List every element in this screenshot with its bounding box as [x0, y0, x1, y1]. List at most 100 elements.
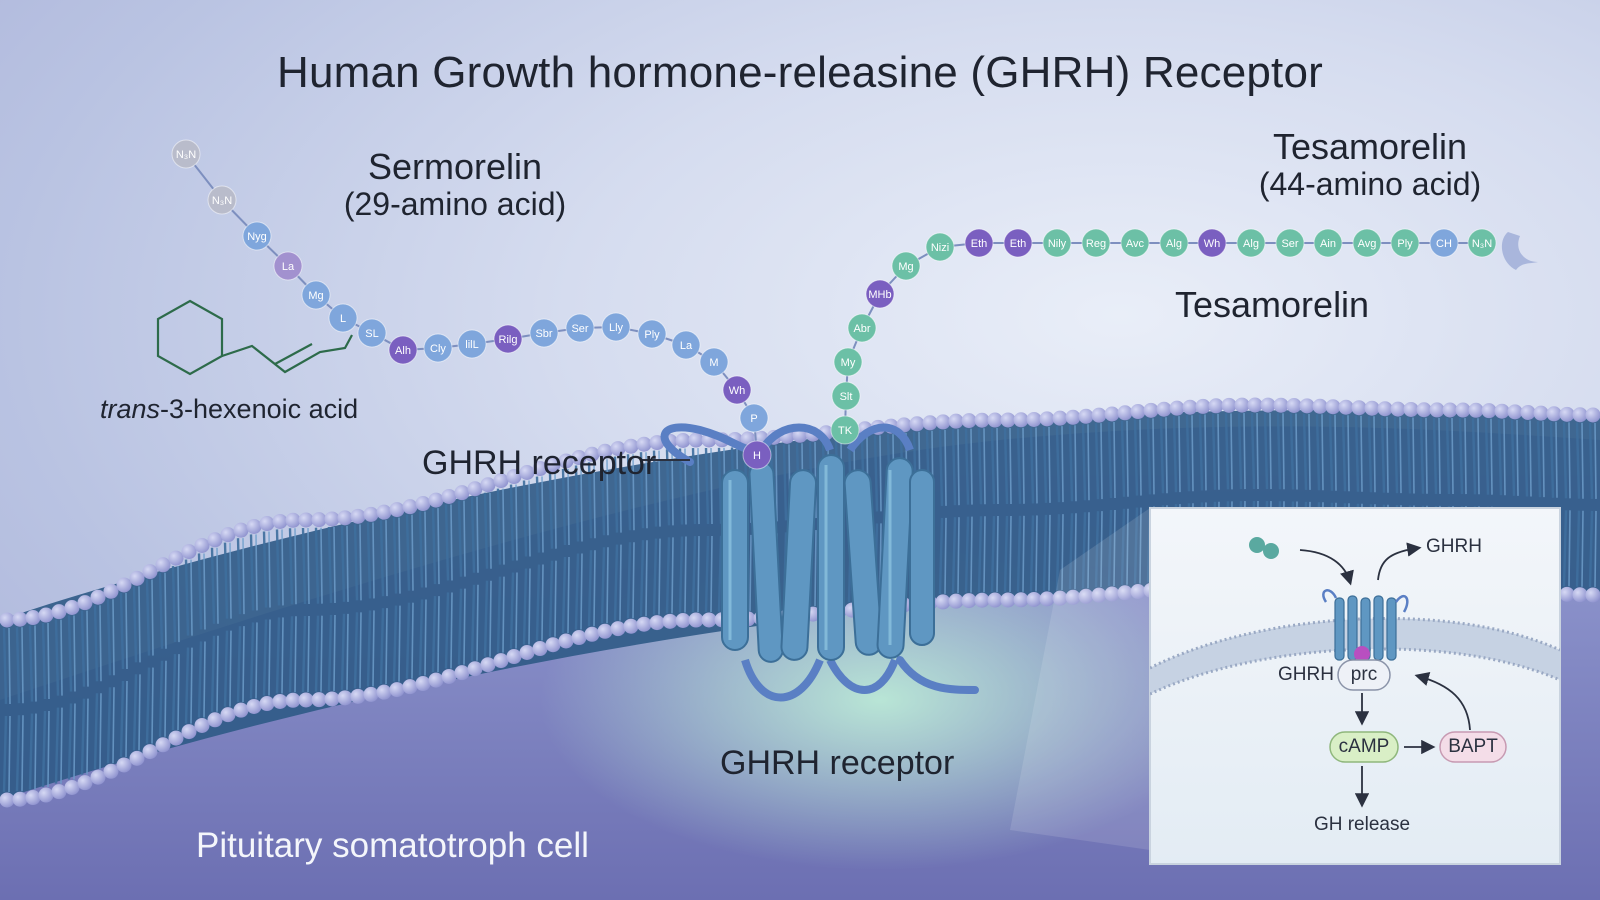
amino-acid-label: Avg [1358, 238, 1377, 250]
lipid-head [1559, 406, 1575, 422]
lipid-tail [86, 698, 89, 775]
lipid-tail [1107, 509, 1113, 587]
lipid-head [337, 690, 353, 706]
lipid-tail [392, 517, 398, 594]
lipid-tail [1035, 515, 1038, 592]
lipid-tail [1048, 514, 1051, 591]
lipid-head [688, 432, 704, 448]
lipid-tail [996, 428, 999, 505]
lipid-tail [1341, 415, 1347, 492]
inset-camp: cAMP [1338, 736, 1390, 757]
lipid-tail [1594, 422, 1597, 499]
lipid-tail [970, 428, 973, 505]
lipid-tail [398, 605, 401, 682]
lipid-head [584, 446, 600, 462]
lipid-tail [1373, 416, 1376, 493]
lipid-tail [385, 608, 388, 685]
lipid-tail [1074, 513, 1077, 590]
lipid-head [90, 589, 106, 605]
lipid-head [1312, 398, 1328, 414]
hexenoic-acid-label: trans-3-hexenoic acid [100, 394, 358, 425]
lipid-tail [132, 674, 138, 751]
lipid-tail [645, 452, 648, 529]
amino-acid-label: N₃N [176, 149, 196, 161]
amino-acid-label: Abr [853, 323, 870, 335]
lipid-tail [1308, 413, 1311, 490]
lipid-tail [580, 465, 583, 542]
lipid-head [0, 792, 15, 808]
lipid-tail [645, 540, 648, 617]
lipid-tail [1094, 423, 1100, 500]
lipid-head [194, 717, 210, 733]
lipid-tail [1055, 514, 1061, 591]
lipid-head [467, 661, 483, 677]
lipid-tail [652, 538, 658, 615]
lipid-tail [151, 667, 154, 744]
amino-acid-label: My [841, 357, 856, 369]
lipid-head [597, 443, 613, 459]
lipid-tail [782, 444, 788, 521]
lipid-head [194, 537, 210, 553]
lipid-tail [392, 605, 398, 682]
amino-acid-bead [1159, 228, 1189, 258]
amino-acid-label: Avc [1126, 238, 1145, 250]
lipid-tail [613, 544, 619, 621]
lipid-tail [1224, 413, 1230, 490]
lipid-tail [1243, 413, 1246, 490]
lipid-tail [541, 564, 544, 641]
lipid-tail [1016, 427, 1022, 504]
lipid-tail [418, 599, 424, 676]
lipid-tail [1497, 419, 1503, 496]
lipid-tail [1022, 515, 1025, 592]
lipid-head [77, 595, 93, 611]
lipid-head [285, 512, 301, 528]
lipid-tail [99, 605, 102, 682]
lipid-tail [1588, 510, 1594, 587]
amino-acid-bead [1197, 228, 1227, 258]
lipid-head [1130, 584, 1146, 600]
lipid-tail [639, 452, 645, 529]
lipid-head [1052, 410, 1068, 426]
lipid-head [1130, 404, 1146, 420]
lipid-head [623, 618, 639, 634]
lipid-head [1221, 397, 1237, 413]
lipid-tail [1568, 510, 1571, 587]
inset-bapt-pill [1439, 731, 1507, 763]
lipid-tail [1029, 427, 1035, 504]
lipid-head [1546, 406, 1562, 422]
amino-acid-label: La [282, 261, 295, 273]
lipid-tail [190, 559, 193, 636]
lipid-tail [281, 529, 284, 606]
amino-acid-bead [301, 280, 331, 310]
amino-acid-label: N₃N [1472, 238, 1492, 250]
lipid-tail [320, 615, 323, 692]
lipid-tail [184, 559, 190, 636]
lipid-tail [1191, 415, 1194, 492]
amino-acid-bead [830, 415, 860, 445]
amino-acid-label: SL [365, 328, 378, 340]
amino-acid-label: CH [1436, 238, 1452, 250]
lipid-head [116, 757, 132, 773]
lipid-tail [632, 542, 635, 619]
lipid-tail [249, 534, 255, 611]
lipid-tail [457, 500, 463, 577]
lipid-head [350, 688, 366, 704]
lipid-tail [1406, 417, 1412, 494]
lipid-head [1091, 587, 1107, 603]
lipid-tail [125, 680, 128, 757]
lipid-head [155, 737, 171, 753]
lipid-tail [1438, 417, 1441, 494]
lipid-tail [1354, 415, 1360, 492]
tesamorelin-end-cap [1501, 232, 1538, 270]
lipid-head [64, 600, 80, 616]
lipid-tail [21, 627, 24, 704]
amino-acid-bead [1003, 228, 1033, 258]
lipid-tail [1068, 425, 1074, 502]
lipid-tail [704, 447, 710, 525]
lipid-tail [327, 614, 333, 691]
lipid-head [285, 692, 301, 708]
lipid-tail [41, 710, 47, 788]
lipid-head [25, 610, 41, 626]
lipid-tail [158, 660, 164, 737]
lipid-tail [385, 520, 388, 597]
